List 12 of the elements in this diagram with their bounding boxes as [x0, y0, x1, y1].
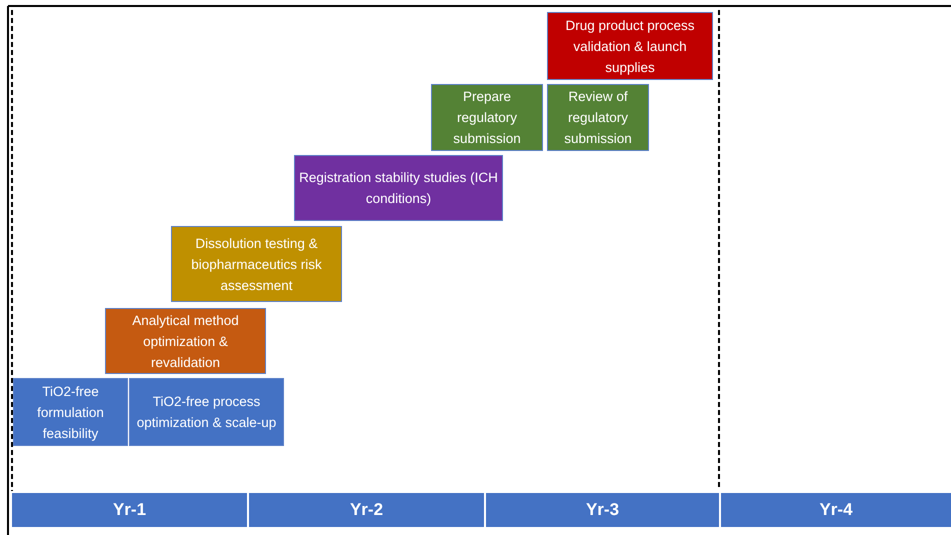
task-bar: TiO2-free process optimization & scale-up: [129, 378, 284, 446]
year-label: Yr-4: [721, 493, 951, 527]
year-label: Yr-3: [486, 493, 719, 527]
task-bar: Registration stability studies (ICH conditions): [294, 155, 503, 221]
task-bar: Drug product process validation & launch supplies: [547, 12, 713, 80]
task-bar: Review of regulatory submission: [547, 84, 649, 151]
year-label: Yr-2: [249, 493, 484, 527]
task-bar: TiO2-free formulation feasibility: [13, 378, 128, 446]
year-label: Yr-1: [12, 493, 247, 527]
task-bar: Analytical method optimization & revalidation: [105, 308, 266, 374]
task-bar: Prepare regulatory submission: [431, 84, 543, 151]
task-bar: Dissolution testing & biopharmaceutics risk assessment: [171, 226, 342, 302]
